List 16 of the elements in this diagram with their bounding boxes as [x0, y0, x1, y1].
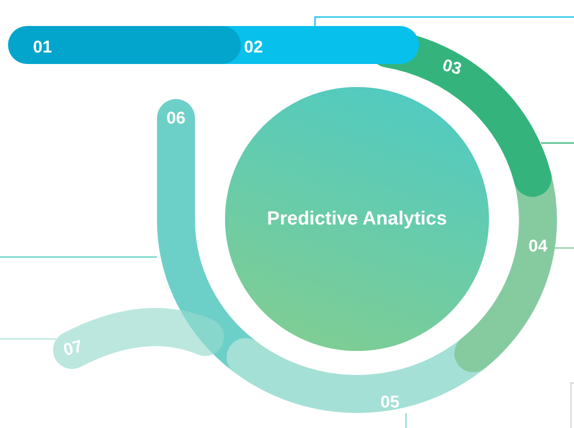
step-number: 05	[380, 394, 400, 410]
leader-line	[555, 247, 574, 249]
step-number: 02	[244, 38, 263, 56]
step-number: 01	[33, 38, 52, 56]
numbered-bar	[8, 26, 242, 66]
leader-line	[541, 142, 574, 144]
step-number: 06	[166, 110, 186, 126]
leader-line	[314, 16, 574, 26]
center-title: Predictive Analytics	[267, 210, 447, 228]
step-number: 03	[440, 56, 464, 78]
step-number: 07	[62, 337, 84, 359]
leader-line	[0, 338, 56, 340]
leader-line	[0, 256, 157, 258]
curved-band	[52, 308, 226, 370]
step-number: 04	[528, 238, 548, 254]
leader-line	[405, 413, 407, 428]
